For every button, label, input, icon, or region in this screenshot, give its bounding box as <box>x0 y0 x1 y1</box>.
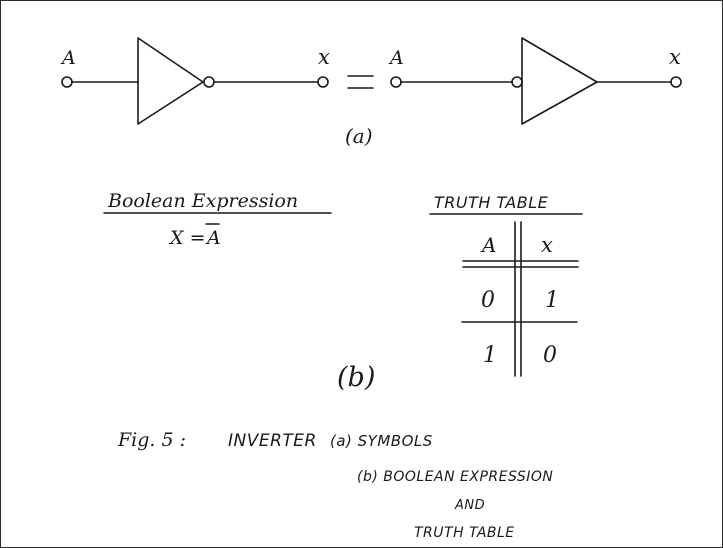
output-label-right: x <box>669 45 681 69</box>
caption-line-b: (b) BOOLEAN EXPRESSION <box>357 469 553 485</box>
figure-caption: Fig. 5 : INVERTER (a) SYMBOLS (b) BOOLEA… <box>117 429 553 541</box>
caption-line-and: AND <box>454 498 485 513</box>
input-label-left: A <box>60 47 76 69</box>
equals-sign <box>347 75 374 89</box>
caption-line-a: (a) SYMBOLS <box>330 432 433 450</box>
figure-number: Fig. 5 : <box>117 429 186 451</box>
boolean-expression-title: Boolean Expression <box>107 190 298 212</box>
figure-name: INVERTER <box>228 431 317 451</box>
truth-table-cell-r2-x: 0 <box>543 343 557 368</box>
inversion-bubble-left <box>203 76 215 88</box>
truth-table-title: TRUTH TABLE <box>434 193 549 212</box>
inversion-bubble-right <box>511 76 523 88</box>
buffer-triangle-left <box>137 37 204 125</box>
truth-table: TRUTH TABLE A x 0 1 1 0 <box>429 193 583 377</box>
caption-line-truth-table: TRUTH TABLE <box>414 525 515 541</box>
truth-table-cell-r1-x: 1 <box>545 288 559 313</box>
caption-a: (a) <box>345 124 373 148</box>
boolean-expression: Boolean Expression X = A <box>103 190 332 249</box>
buffer-triangle-right <box>521 37 598 125</box>
truth-table-header-a: A <box>480 233 496 257</box>
boolean-expression-rhs: A <box>205 227 221 249</box>
truth-table-header-x: x <box>541 233 553 257</box>
truth-table-cell-r1-a: 0 <box>481 288 495 313</box>
section-b-label: (b) <box>337 362 375 393</box>
input-terminal-right <box>390 76 402 88</box>
output-terminal-left <box>317 76 329 88</box>
input-terminal-left <box>61 76 73 88</box>
input-label-right: A <box>388 47 404 69</box>
output-label-left: x <box>318 45 330 69</box>
truth-table-cell-r2-a: 1 <box>483 343 497 368</box>
boolean-expression-lhs: X = <box>168 227 206 249</box>
output-terminal-right <box>670 76 682 88</box>
inverter-symbol-input-bubble: A x <box>388 37 682 125</box>
inverter-symbol-output-bubble: A x <box>60 37 330 125</box>
